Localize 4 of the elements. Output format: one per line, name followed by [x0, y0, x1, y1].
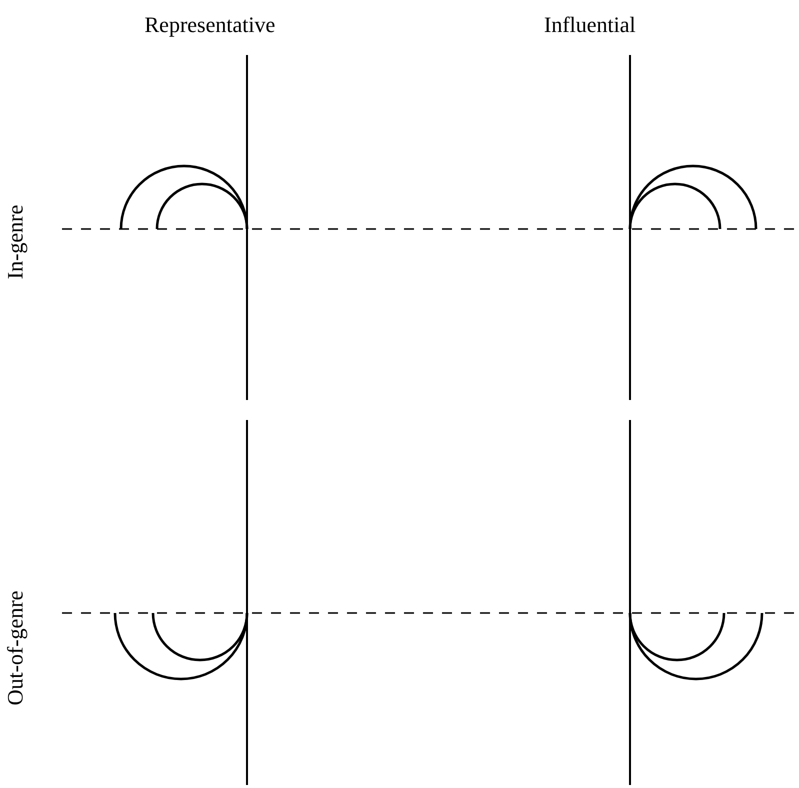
column-heading: Representative — [144, 12, 276, 38]
row-heading: In-genre — [2, 204, 28, 280]
column-heading: Influential — [544, 12, 636, 38]
row-heading: Out-of-genre — [2, 590, 28, 706]
